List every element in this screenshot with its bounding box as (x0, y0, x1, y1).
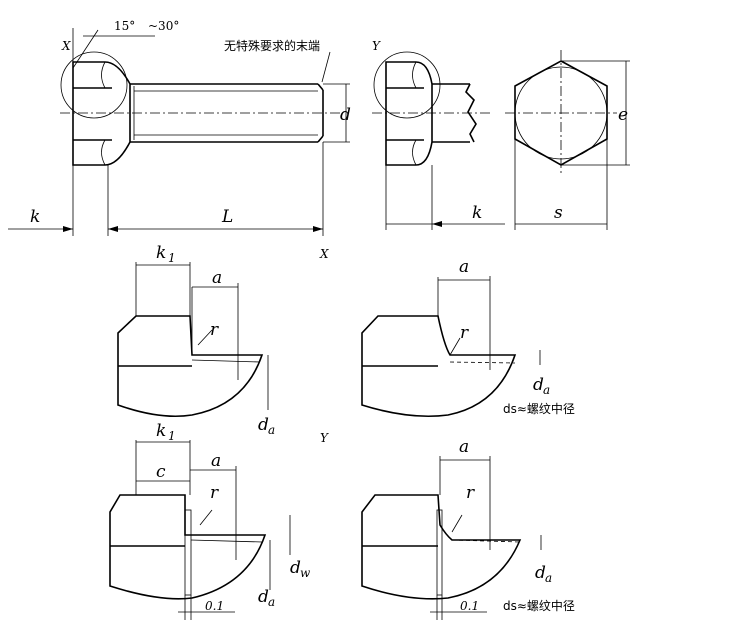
detail-x-title: X (319, 247, 329, 261)
dim-c-label: c (156, 462, 166, 482)
dim-dw-label: d (290, 558, 301, 578)
dim-e-label: e (618, 105, 628, 125)
dim-da-bot-left-sub: a (268, 595, 275, 609)
ds-note-bottom: ds≈螺纹中径 (503, 598, 575, 613)
view-x-marker: X (61, 39, 71, 53)
dim-r-bot-right-label: r (466, 483, 475, 503)
dim-k1-top-label: k (156, 243, 166, 263)
dim-s-label: s (554, 203, 563, 223)
dim-a-bot-left-label: a (211, 451, 221, 471)
dim-da-bot-right-sub: a (545, 571, 552, 585)
dim-da-top-right-label: d (533, 375, 544, 395)
detail-x-right (361, 276, 541, 418)
dim-k-mid-label: k (472, 203, 482, 223)
angle-15-label: 15° (114, 19, 135, 33)
tol-bot-left-label: 0.1 (205, 599, 224, 613)
dim-k1-bottom-sub: 1 (168, 429, 176, 443)
detail-y-title: Y (320, 431, 329, 445)
view-y-marker: Y (372, 39, 381, 53)
dim-k1-top-sub: 1 (168, 251, 176, 265)
bolt-partial-view (372, 51, 505, 230)
dim-d-label: d (340, 105, 351, 125)
ds-note-top: ds≈螺纹中径 (503, 401, 575, 416)
dim-dw-sub: w (300, 566, 311, 580)
bolt-side-view (8, 28, 350, 236)
dim-a-top-left-label: a (212, 268, 222, 288)
end-note-label: 无特殊要求的末端 (224, 38, 320, 53)
dim-da-top-left-sub: a (268, 423, 275, 437)
dim-da-top-right-sub: a (543, 383, 550, 397)
dim-a-top-right-label: a (459, 257, 469, 277)
dim-da-bot-right-label: d (535, 563, 546, 583)
dim-r-top-left-label: r (210, 320, 219, 340)
dim-L-label: L (221, 207, 233, 227)
tol-bot-right-label: 0.1 (460, 599, 479, 613)
dim-r-top-right-label: r (460, 323, 469, 343)
detail-y-left (109, 440, 291, 620)
dim-k-left-label: k (30, 207, 40, 227)
dim-r-bot-left-label: r (210, 483, 219, 503)
dim-da-top-left-label: d (258, 415, 269, 435)
bolt-end-view (505, 50, 630, 230)
detail-y-right (361, 456, 542, 620)
dim-da-bot-left-label: d (258, 587, 269, 607)
detail-x-left (117, 262, 269, 418)
dim-k1-bottom-label: k (156, 421, 166, 441)
dim-a-bot-right-label: a (459, 437, 469, 457)
angle-30-label: ~30° (148, 19, 179, 33)
